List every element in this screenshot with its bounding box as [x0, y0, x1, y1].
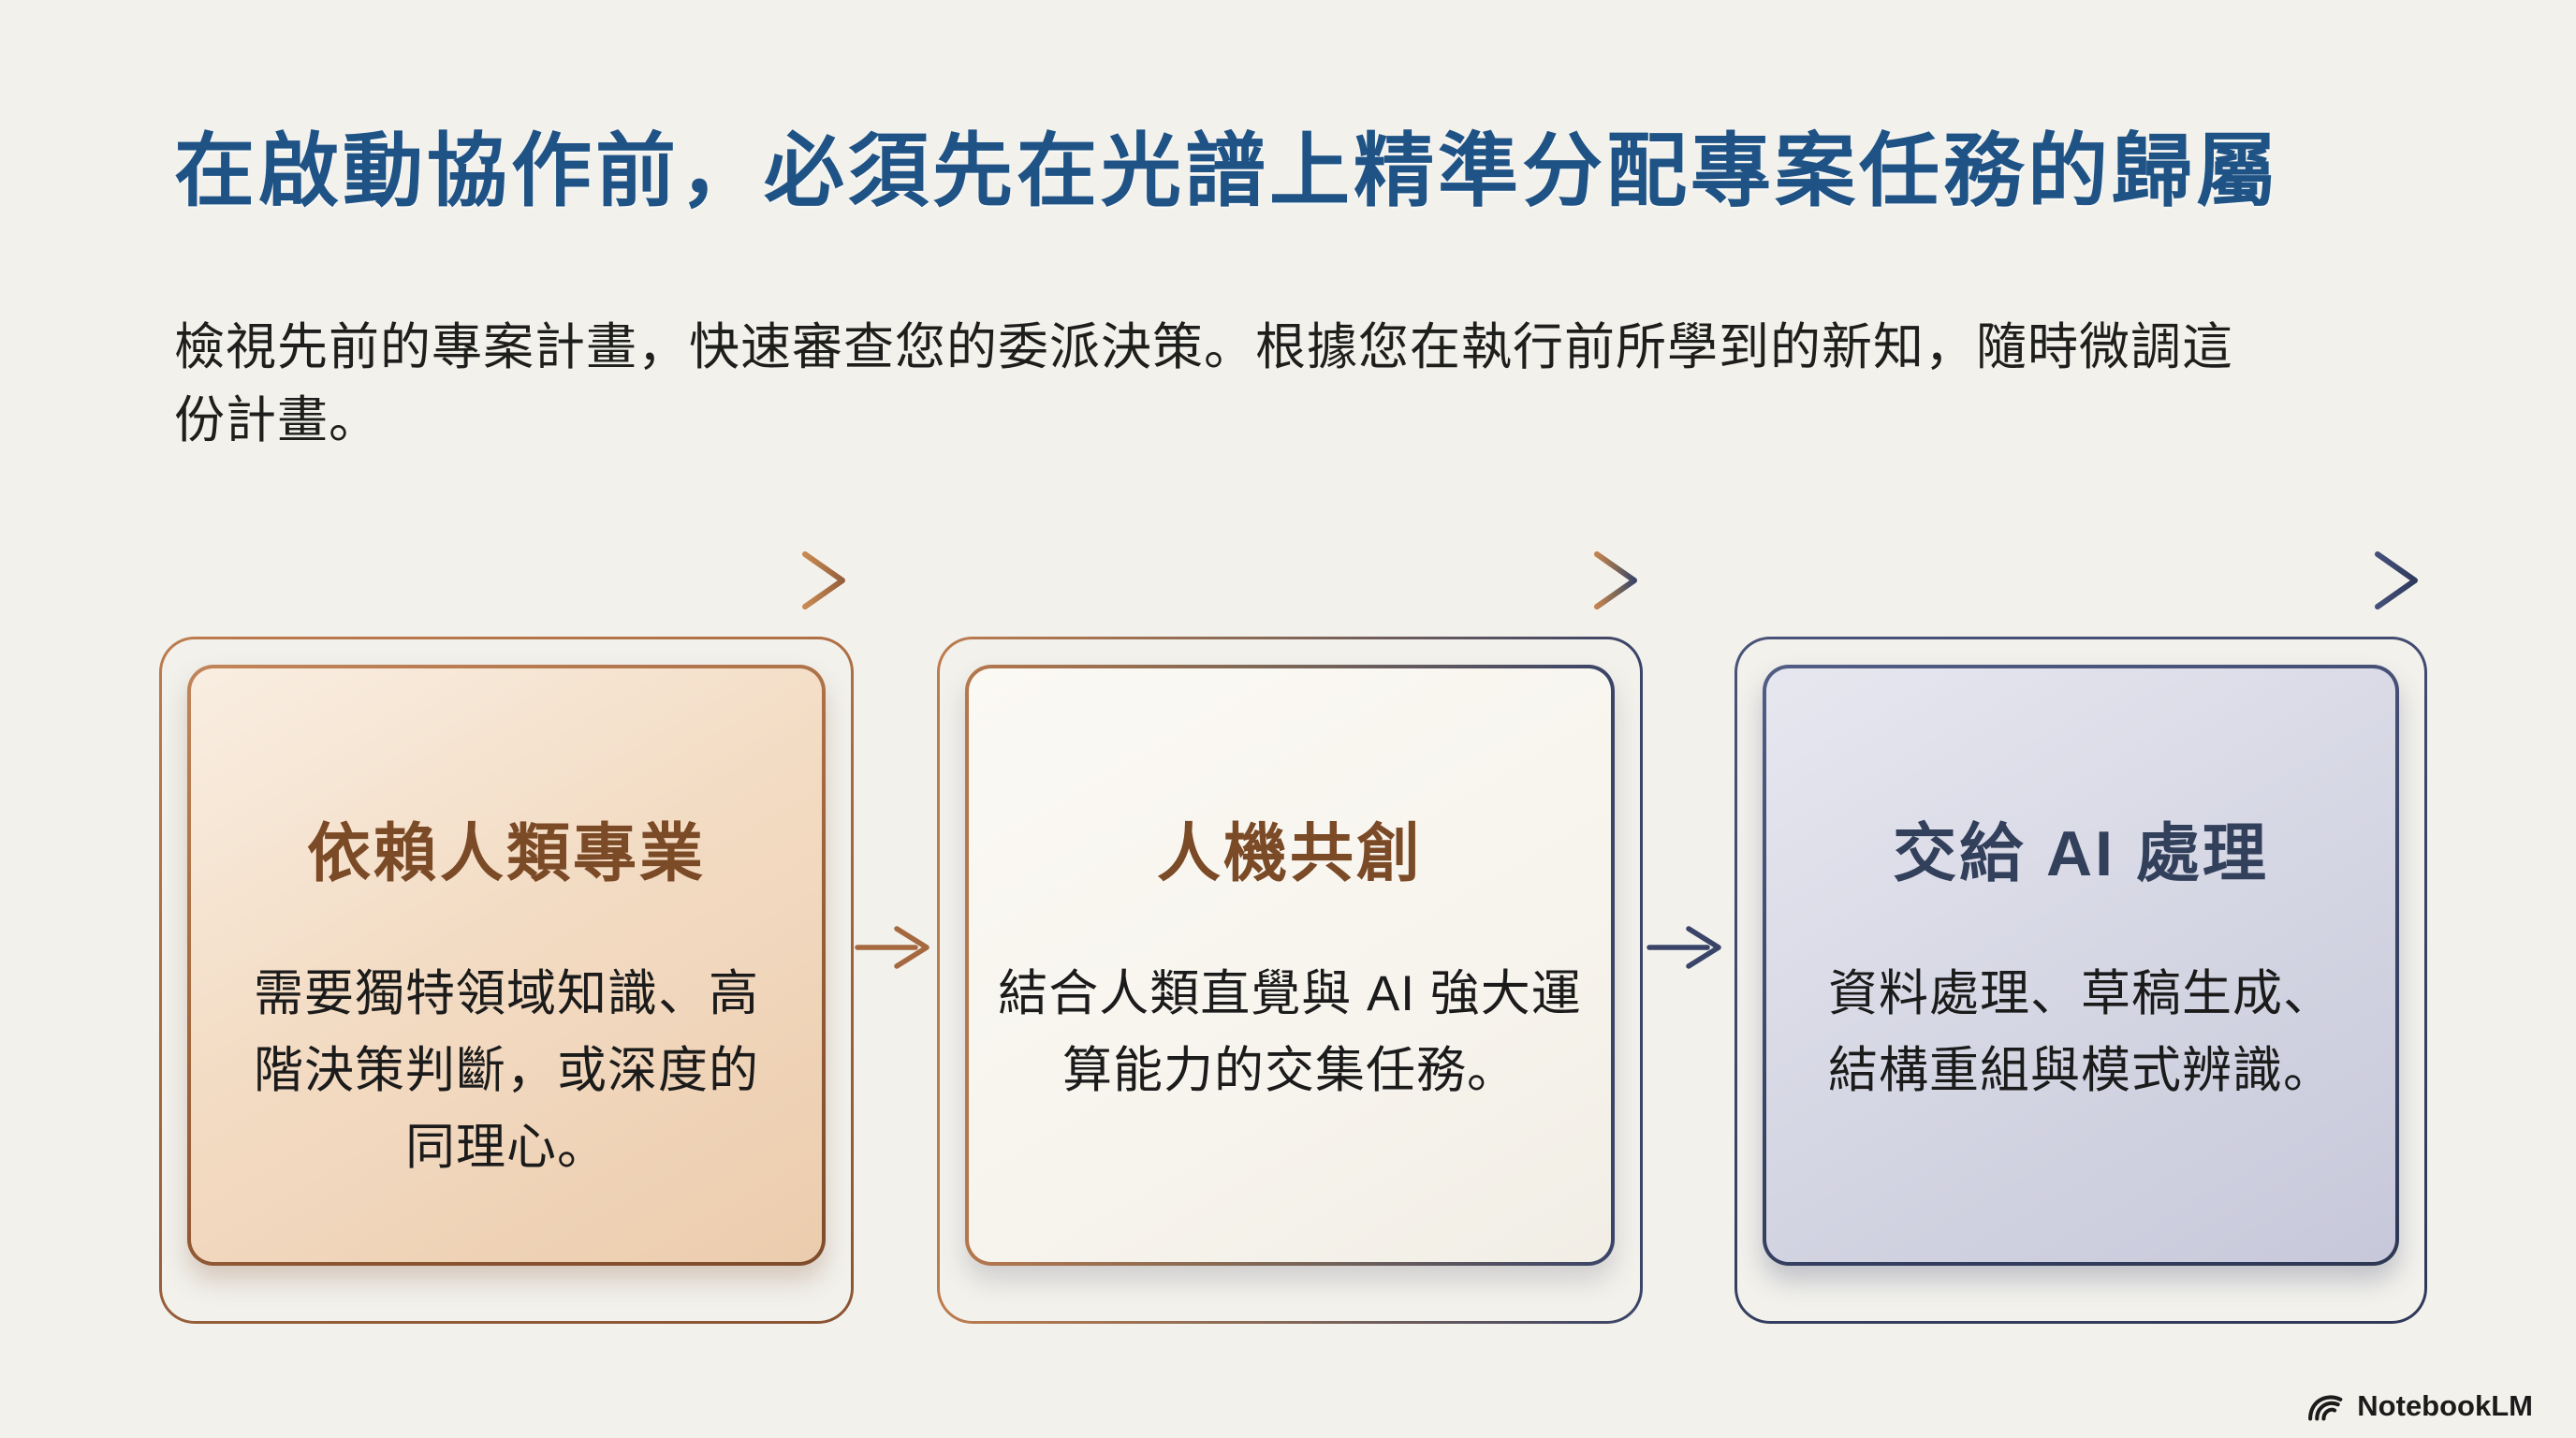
card-hybrid-title: 人機共創 — [1156, 818, 1423, 889]
connector-arrow-1-icon — [855, 926, 929, 969]
card-human-body: 需要獨特領域知識、高階決策判斷，或深度的同理心。 — [254, 966, 759, 1176]
card-hybrid-body: 結合人類直覺與 AI 強大運算能力的交集任務。 — [998, 966, 1582, 1099]
card-human-outer-frame: 依賴人類專業 需要獨特領域知識、高階決策判斷，或深度的同理心。 — [159, 637, 854, 1324]
card-ai-body: 資料處理、草稿生成、結構重組與模式辨識。 — [1828, 966, 2334, 1099]
card-ai-outer-frame: 交給 AI 處理 資料處理、草稿生成、結構重組與模式辨識。 — [1734, 637, 2427, 1324]
card-human: 依賴人類專業 需要獨特領域知識、高階決策判斷，或深度的同理心。 — [187, 665, 826, 1266]
connector-arrow-2-icon — [1647, 926, 1721, 969]
connector-arrows — [855, 926, 1721, 969]
card-hybrid-outer-frame: 人機共創 結合人類直覺與 AI 強大運算能力的交集任務。 — [937, 637, 1643, 1324]
spectrum-arrows — [158, 551, 2418, 609]
arrow-hybrid-icon — [935, 551, 1637, 609]
card-ai-title: 交給 AI 處理 — [1893, 818, 2269, 889]
notebooklm-branding: NotebookLM — [2305, 1389, 2533, 1423]
arrow-human-icon — [158, 551, 845, 609]
arrow-ai-icon — [1734, 551, 2418, 609]
card-ai: 交給 AI 處理 資料處理、草稿生成、結構重組與模式辨識。 — [1763, 665, 2399, 1266]
page-title: 在啟動協作前，必須先在光譜上精準分配專案任務的歸屬 — [174, 126, 2280, 216]
notebooklm-label: NotebookLM — [2357, 1389, 2533, 1422]
card-hybrid: 人機共創 結合人類直覺與 AI 強大運算能力的交集任務。 — [965, 665, 1615, 1266]
page-subtitle: 檢視先前的專案計畫，快速審查您的委派決策。根據您在執行前所學到的新知，隨時微調這… — [174, 319, 2233, 449]
notebooklm-logo-icon — [2308, 1395, 2343, 1421]
card-human-title: 依賴人類專業 — [306, 818, 706, 889]
